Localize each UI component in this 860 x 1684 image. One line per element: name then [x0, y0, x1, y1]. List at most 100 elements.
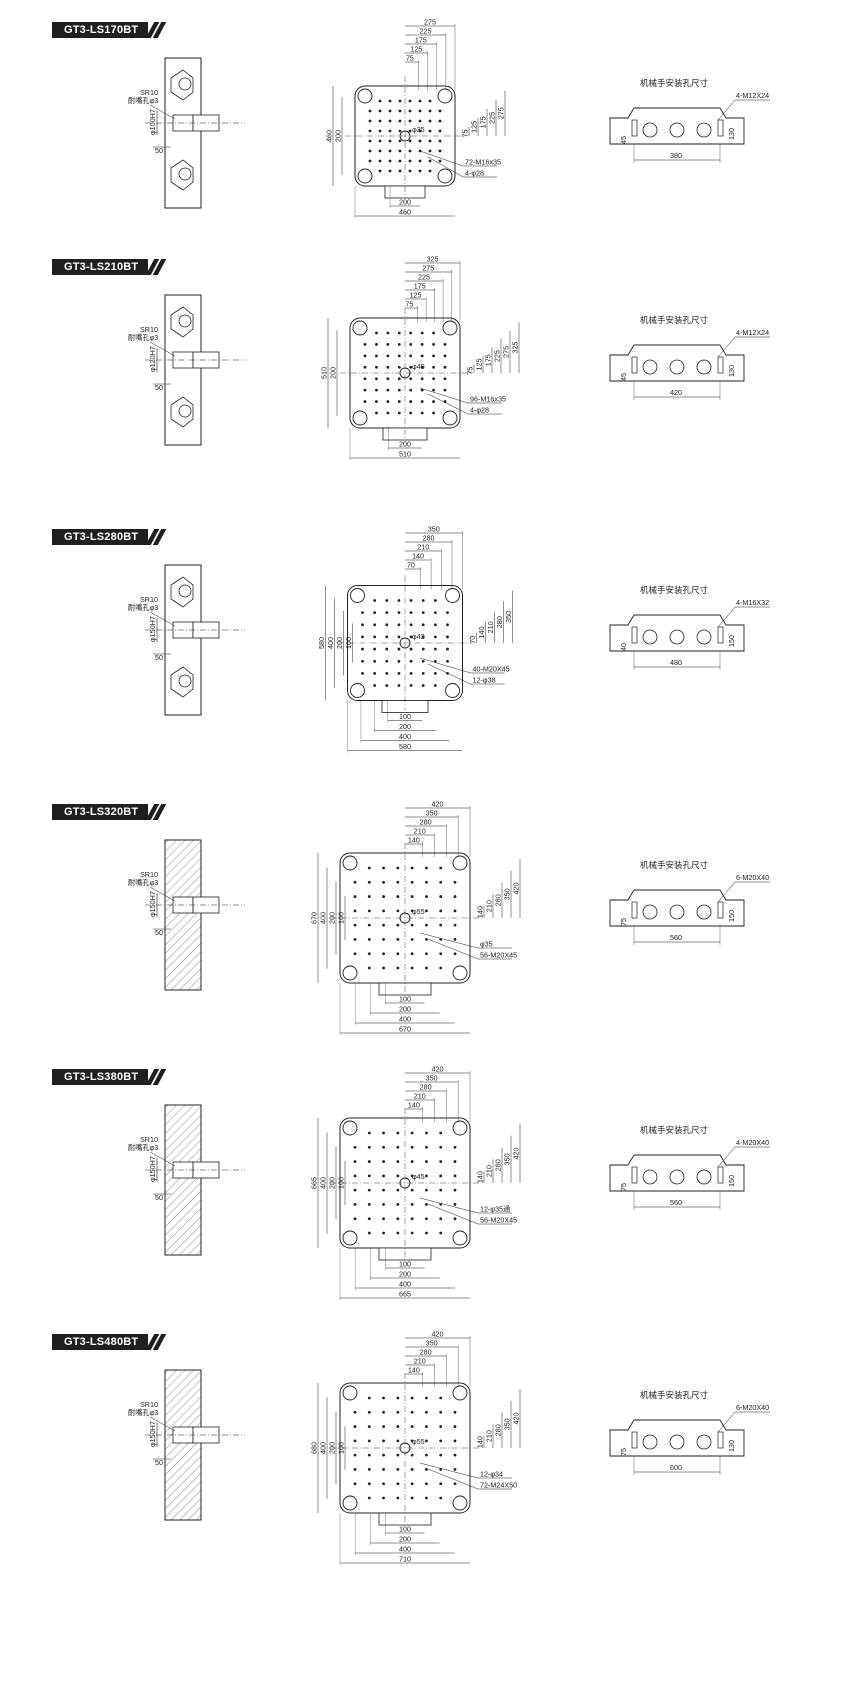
- tapped-hole: [396, 923, 400, 927]
- tapped-hole: [421, 659, 425, 663]
- tapped-hole: [438, 109, 442, 113]
- top-dim-label: 420: [432, 800, 444, 809]
- tie-bar-hole: [445, 588, 460, 603]
- slot: [717, 1166, 724, 1184]
- tapped-hole: [428, 149, 432, 153]
- tapped-hole: [425, 895, 428, 898]
- left-dim-label: 100: [337, 1442, 346, 1454]
- tapped-hole: [373, 671, 377, 675]
- robot-hole: [696, 359, 712, 375]
- robot-span-label: 380: [670, 151, 682, 160]
- tapped-hole: [439, 1439, 443, 1443]
- tapped-hole: [408, 169, 412, 173]
- tapped-hole: [385, 684, 389, 687]
- tapped-hole: [367, 1160, 371, 1163]
- robot-hole: [696, 904, 712, 920]
- sr-label: SR10: [140, 870, 158, 879]
- tapped-hole: [443, 354, 447, 358]
- tapped-hole: [410, 938, 414, 941]
- bore-label: φ150H7: [148, 616, 157, 642]
- top-dim-label: 210: [414, 1357, 426, 1366]
- tapped-hole: [361, 647, 364, 651]
- tapped-hole: [418, 109, 422, 113]
- platen-body: [164, 564, 202, 716]
- top-dim-label: 175: [414, 282, 426, 291]
- bottom-dim-label: 460: [399, 208, 411, 217]
- bottom-dim-label: 400: [399, 1015, 411, 1024]
- center-hole-label: φ42: [412, 632, 425, 641]
- slot: [717, 1431, 724, 1449]
- tapped-hole: [421, 635, 425, 639]
- tapped-hole: [439, 1425, 443, 1428]
- tapped-hole: [382, 1410, 385, 1414]
- tapped-hole: [396, 938, 400, 941]
- tapped-hole: [409, 599, 413, 602]
- slot: [631, 626, 638, 644]
- left-dim-label: 665: [310, 1177, 319, 1189]
- robot-h2-label: 150: [727, 635, 736, 647]
- tapped-hole: [438, 159, 442, 163]
- tapped-hole: [353, 1145, 357, 1149]
- callout-label: 4-φ28: [470, 406, 489, 415]
- tie-bar-hole: [342, 855, 358, 871]
- tapped-hole: [439, 1145, 443, 1149]
- tapped-hole: [420, 388, 424, 392]
- platen-body: [164, 839, 202, 991]
- pocket-top: [170, 306, 194, 338]
- right-dim-label: 140: [476, 1436, 485, 1448]
- left-dim-label: 670: [310, 912, 319, 924]
- tapped-hole: [409, 343, 413, 346]
- depth-label: 50: [155, 653, 163, 662]
- tapped-hole: [439, 1410, 443, 1414]
- tapped-hole: [428, 99, 432, 103]
- tapped-hole: [367, 1174, 371, 1178]
- right-dim-label: 210: [485, 1165, 494, 1177]
- callout-label: 56-M20X45: [480, 1216, 517, 1225]
- tapped-hole: [425, 1145, 428, 1149]
- left-dim-label: 100: [344, 637, 353, 649]
- tie-bar-hole: [350, 683, 365, 698]
- tapped-hole: [410, 952, 414, 956]
- tapped-hole: [373, 623, 377, 627]
- tapped-hole: [425, 966, 428, 970]
- left-dim-label: 580: [317, 637, 326, 649]
- tapped-hole: [439, 1231, 443, 1235]
- tapped-hole: [418, 169, 422, 173]
- tapped-hole: [363, 365, 367, 369]
- tapped-hole: [385, 623, 389, 627]
- tapped-hole: [367, 1231, 371, 1235]
- tapped-hole: [421, 684, 425, 687]
- tapped-hole: [396, 1174, 400, 1178]
- right-dim-label: 140: [476, 1171, 485, 1183]
- tapped-hole: [439, 1453, 443, 1457]
- depth-label: 50: [155, 383, 163, 392]
- tapped-hole: [438, 139, 442, 143]
- tapped-hole: [382, 1396, 385, 1400]
- bolt-hole-bottom: [178, 404, 192, 418]
- sr-label: SR10: [140, 88, 158, 97]
- tapped-hole: [439, 880, 443, 884]
- robot-h2-label: 130: [727, 1440, 736, 1452]
- tapped-hole: [367, 1496, 371, 1500]
- tapped-hole: [388, 169, 392, 173]
- tapped-hole: [432, 354, 435, 358]
- bottom-dim-label: 400: [399, 1545, 411, 1554]
- platen-body: [164, 1104, 202, 1256]
- tapped-hole: [367, 1425, 371, 1428]
- bolt-hole-top: [178, 77, 192, 91]
- leader-line: [149, 1151, 176, 1167]
- tapped-hole: [396, 1188, 400, 1192]
- left-dim-label: 400: [319, 1177, 328, 1189]
- tapped-hole: [353, 895, 357, 898]
- platen-body: [164, 1369, 202, 1521]
- tapped-hole: [367, 952, 371, 956]
- tie-bar-hole: [452, 1120, 468, 1136]
- slot: [631, 356, 638, 374]
- tapped-hole: [375, 400, 378, 403]
- top-dim-label: 140: [408, 1101, 420, 1110]
